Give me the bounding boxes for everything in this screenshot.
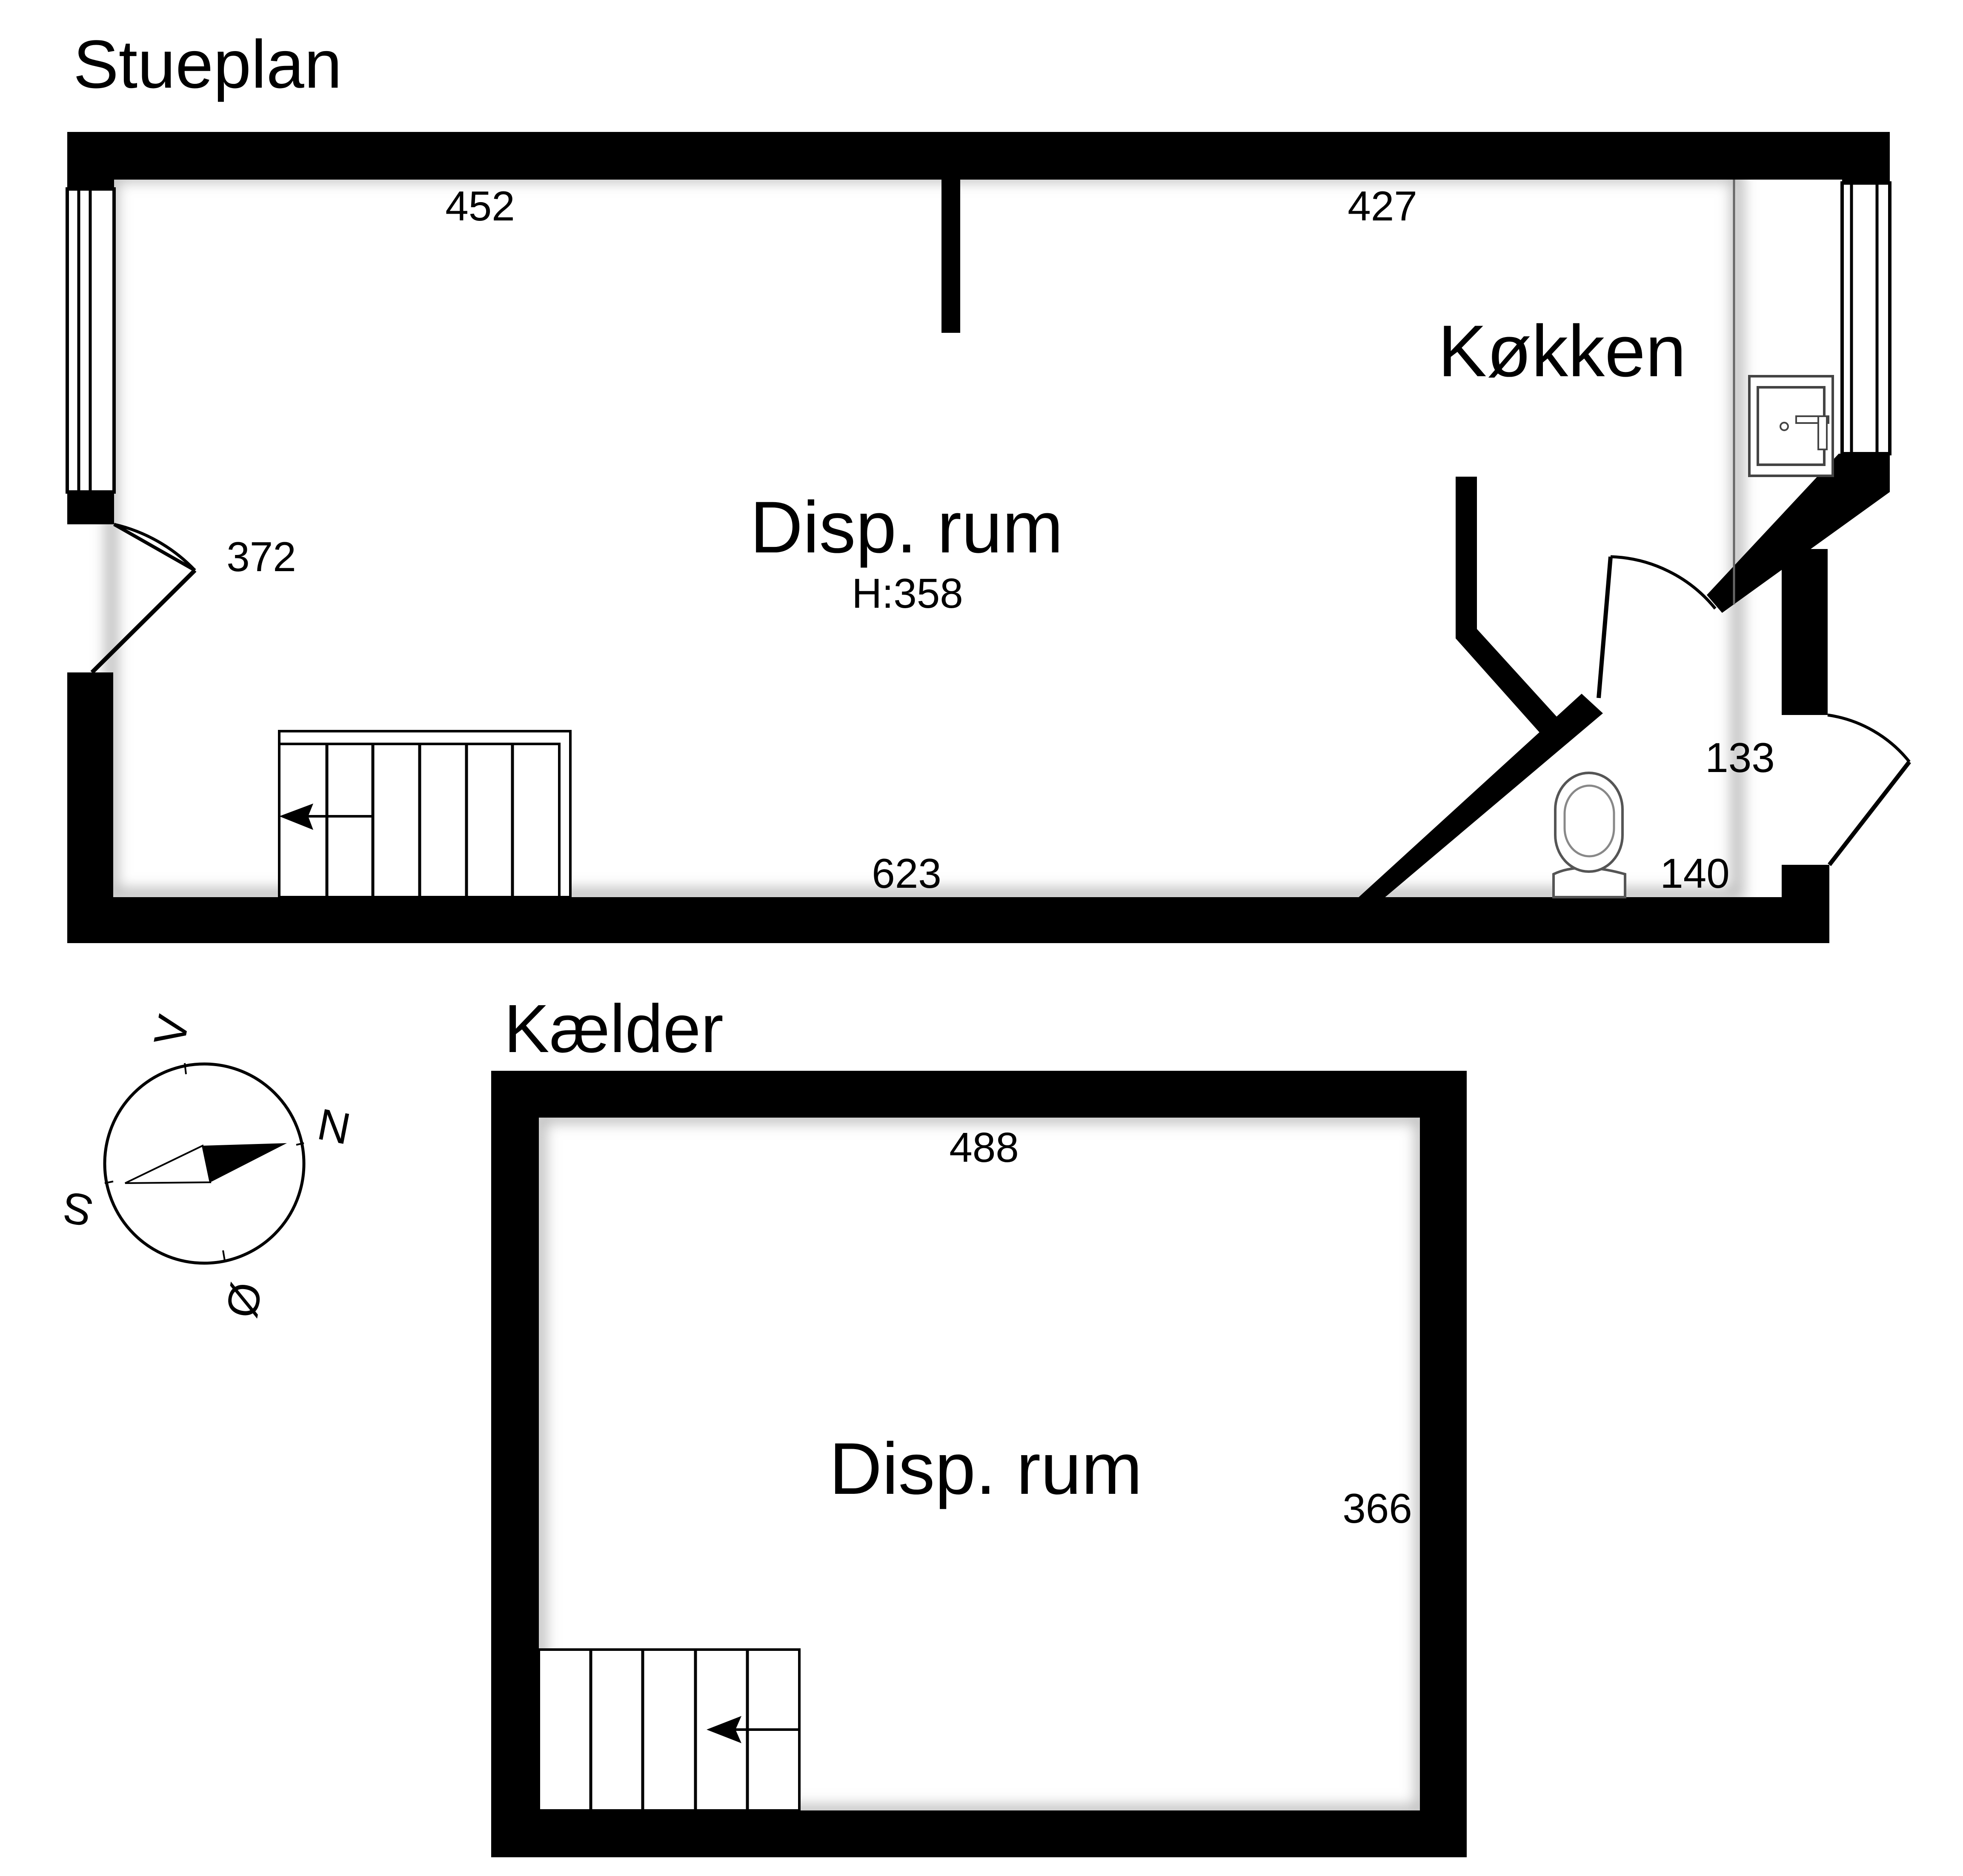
dimension-bottom: 623 [872, 850, 941, 897]
basement-title: Kælder [504, 990, 724, 1067]
dimension-left: 372 [226, 533, 296, 580]
dimension-wc: 140 [1660, 850, 1730, 897]
window-right [1840, 181, 1891, 455]
sink-faucet-neck [1817, 415, 1828, 450]
basement-wall-bottom [491, 1810, 1467, 1857]
wall-angled-kitchen [1707, 454, 1890, 613]
wall-left-mid [67, 494, 114, 524]
wall-right-top [1842, 132, 1890, 188]
compass-tick [104, 1181, 114, 1184]
compass-needle-south [125, 1144, 212, 1184]
wall-bottom [67, 897, 1829, 943]
wall-left-bottom [67, 672, 113, 943]
basement-dimension-top: 488 [949, 1124, 1019, 1171]
dimension-top-left: 452 [445, 183, 515, 229]
basement-wall-left [491, 1071, 539, 1857]
compass-tick [296, 1142, 304, 1146]
compass-label-west: V [145, 1011, 199, 1050]
interior-wall-stub [941, 180, 960, 333]
partition-wall-kitchen [1456, 477, 1563, 741]
compass: V N Ø S [59, 1011, 354, 1321]
door-left-leaf[interactable] [90, 569, 197, 674]
compass-needle-north [203, 1143, 287, 1182]
dimension-entry: 133 [1705, 734, 1775, 781]
compass-tick [184, 1063, 187, 1075]
basement-wall-top [491, 1071, 1467, 1118]
door-wc-leaf[interactable] [1597, 556, 1613, 698]
basement-room-label: Disp. rum [829, 1428, 1142, 1510]
wall-right-entry-top [1782, 549, 1828, 715]
ground-floor-title: Stueplan [73, 26, 342, 102]
basement-plan: Kælder Disp. rum 488 366 [491, 990, 1467, 1857]
basement-dimension-right: 366 [1342, 1485, 1412, 1532]
compass-label-east: Ø [216, 1278, 271, 1322]
sink-drain [1780, 422, 1789, 431]
door-left-arc-line [113, 523, 196, 572]
wall-left-top [67, 132, 114, 188]
ground-floor-plan: Stueplan Disp. rum H:358 Køkken 452 427 … [66, 26, 1911, 943]
basement-stair-arrow-head [707, 1716, 741, 1743]
toilet [1552, 772, 1626, 898]
sink-basin [1757, 386, 1826, 466]
staircase-ground [278, 730, 572, 898]
kitchen-sink [1748, 375, 1834, 477]
door-wc-arc [1610, 555, 1717, 610]
room-height-label: H:358 [852, 570, 963, 617]
room-label-kitchen: Køkken [1438, 310, 1686, 392]
compass-label-north: N [314, 1100, 355, 1154]
wall-right-entry-bottom [1782, 865, 1829, 943]
partition-wall-wc [1358, 694, 1603, 898]
door-right-leaf[interactable] [1828, 760, 1911, 867]
door-right-arc [1827, 713, 1911, 763]
compass-label-south: S [59, 1182, 97, 1236]
dimension-top-right: 427 [1348, 183, 1417, 229]
staircase-basement [538, 1648, 801, 1812]
room-label-main: Disp. rum [750, 486, 1063, 568]
compass-tick [222, 1250, 226, 1261]
door-left-arc [114, 523, 196, 572]
wall-top [67, 132, 1890, 180]
toilet-seat [1563, 784, 1615, 858]
stair-arrow-head [279, 804, 313, 830]
basement-wall-right [1420, 1071, 1467, 1857]
